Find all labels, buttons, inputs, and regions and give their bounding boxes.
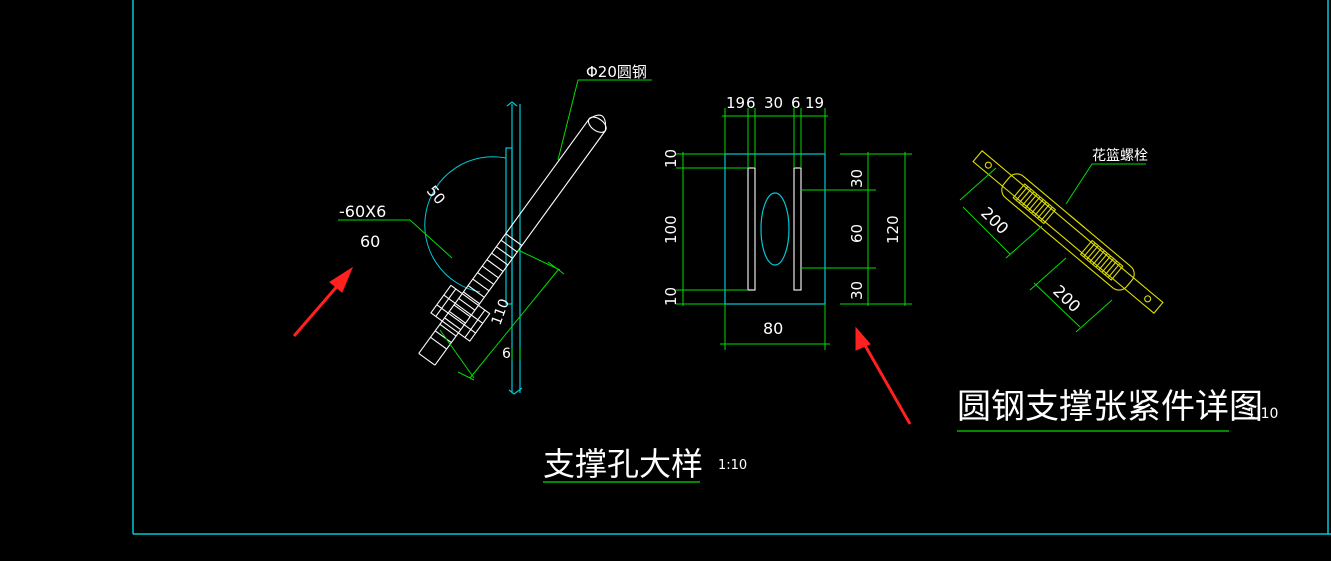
plate-view-detail: 19 6 30 6 19 10 100 10 30 60 30 120 80 bbox=[662, 94, 912, 350]
top-dim: 19 bbox=[805, 94, 824, 112]
round-steel-rod bbox=[418, 114, 607, 366]
top-dim: 30 bbox=[764, 94, 783, 112]
drawing-frame bbox=[132, 0, 1331, 535]
height-dim: 120 bbox=[884, 215, 902, 244]
turnbuckle-scale: 1:10 bbox=[1247, 406, 1278, 422]
plate-dimension-lines bbox=[676, 108, 912, 350]
left-dim: 10 bbox=[662, 287, 680, 306]
dim-length: 110 bbox=[489, 297, 513, 328]
left-dims: 10 100 10 bbox=[662, 149, 680, 306]
rod-label: Φ20圆钢 bbox=[586, 63, 647, 81]
support-hole-title: 支撑孔大样 bbox=[543, 445, 703, 483]
turnbuckle-title: 圆钢支撑张紧件详图 bbox=[957, 387, 1263, 427]
right-dim: 60 bbox=[848, 224, 866, 243]
plate-label: -60X6 bbox=[339, 202, 386, 221]
turnbuckle-detail: 花篮螺栓 200 200 圆钢支撑张紧件详图 1:10 bbox=[957, 148, 1278, 432]
red-arrow-icon bbox=[855, 326, 912, 425]
left-dim: 100 bbox=[662, 215, 680, 244]
width-dim: 80 bbox=[763, 319, 783, 338]
annotation-arrows bbox=[292, 266, 912, 425]
right-slot bbox=[793, 167, 802, 291]
top-dim: 19 bbox=[726, 94, 745, 112]
plate-width-label: 60 bbox=[360, 232, 380, 251]
dim-thickness: 6 bbox=[502, 346, 511, 362]
red-arrow-icon bbox=[292, 266, 354, 337]
turnbuckle-dim: 200 bbox=[977, 203, 1012, 238]
dimension-lines bbox=[439, 249, 565, 381]
top-dim: 6 bbox=[791, 94, 801, 112]
left-slot bbox=[747, 167, 756, 291]
right-dims: 30 60 30 120 bbox=[848, 169, 902, 300]
dim-angle-radius: 50 bbox=[423, 182, 449, 208]
top-dim: 6 bbox=[746, 94, 756, 112]
center-hole bbox=[760, 192, 790, 266]
leader-lines bbox=[338, 79, 652, 259]
support-hole-detail: -60X6 60 Φ20圆钢 50 110 6 支撑孔大样 1:10 bbox=[338, 63, 747, 483]
right-dim: 30 bbox=[848, 169, 866, 188]
angle-arc bbox=[424, 156, 507, 293]
left-dim: 10 bbox=[662, 149, 680, 168]
plate-outline bbox=[724, 153, 826, 305]
support-hole-scale: 1:10 bbox=[718, 458, 747, 473]
turnbuckle-dimension-lines bbox=[959, 163, 1146, 333]
nut bbox=[430, 284, 491, 342]
rod-thread bbox=[430, 233, 523, 350]
turnbuckle-label: 花篮螺栓 bbox=[1092, 148, 1148, 164]
turnbuckle-dim: 200 bbox=[1049, 281, 1084, 316]
top-dims: 19 6 30 6 19 bbox=[726, 94, 824, 112]
right-dim: 30 bbox=[848, 281, 866, 300]
turnbuckle-body bbox=[972, 150, 1164, 314]
